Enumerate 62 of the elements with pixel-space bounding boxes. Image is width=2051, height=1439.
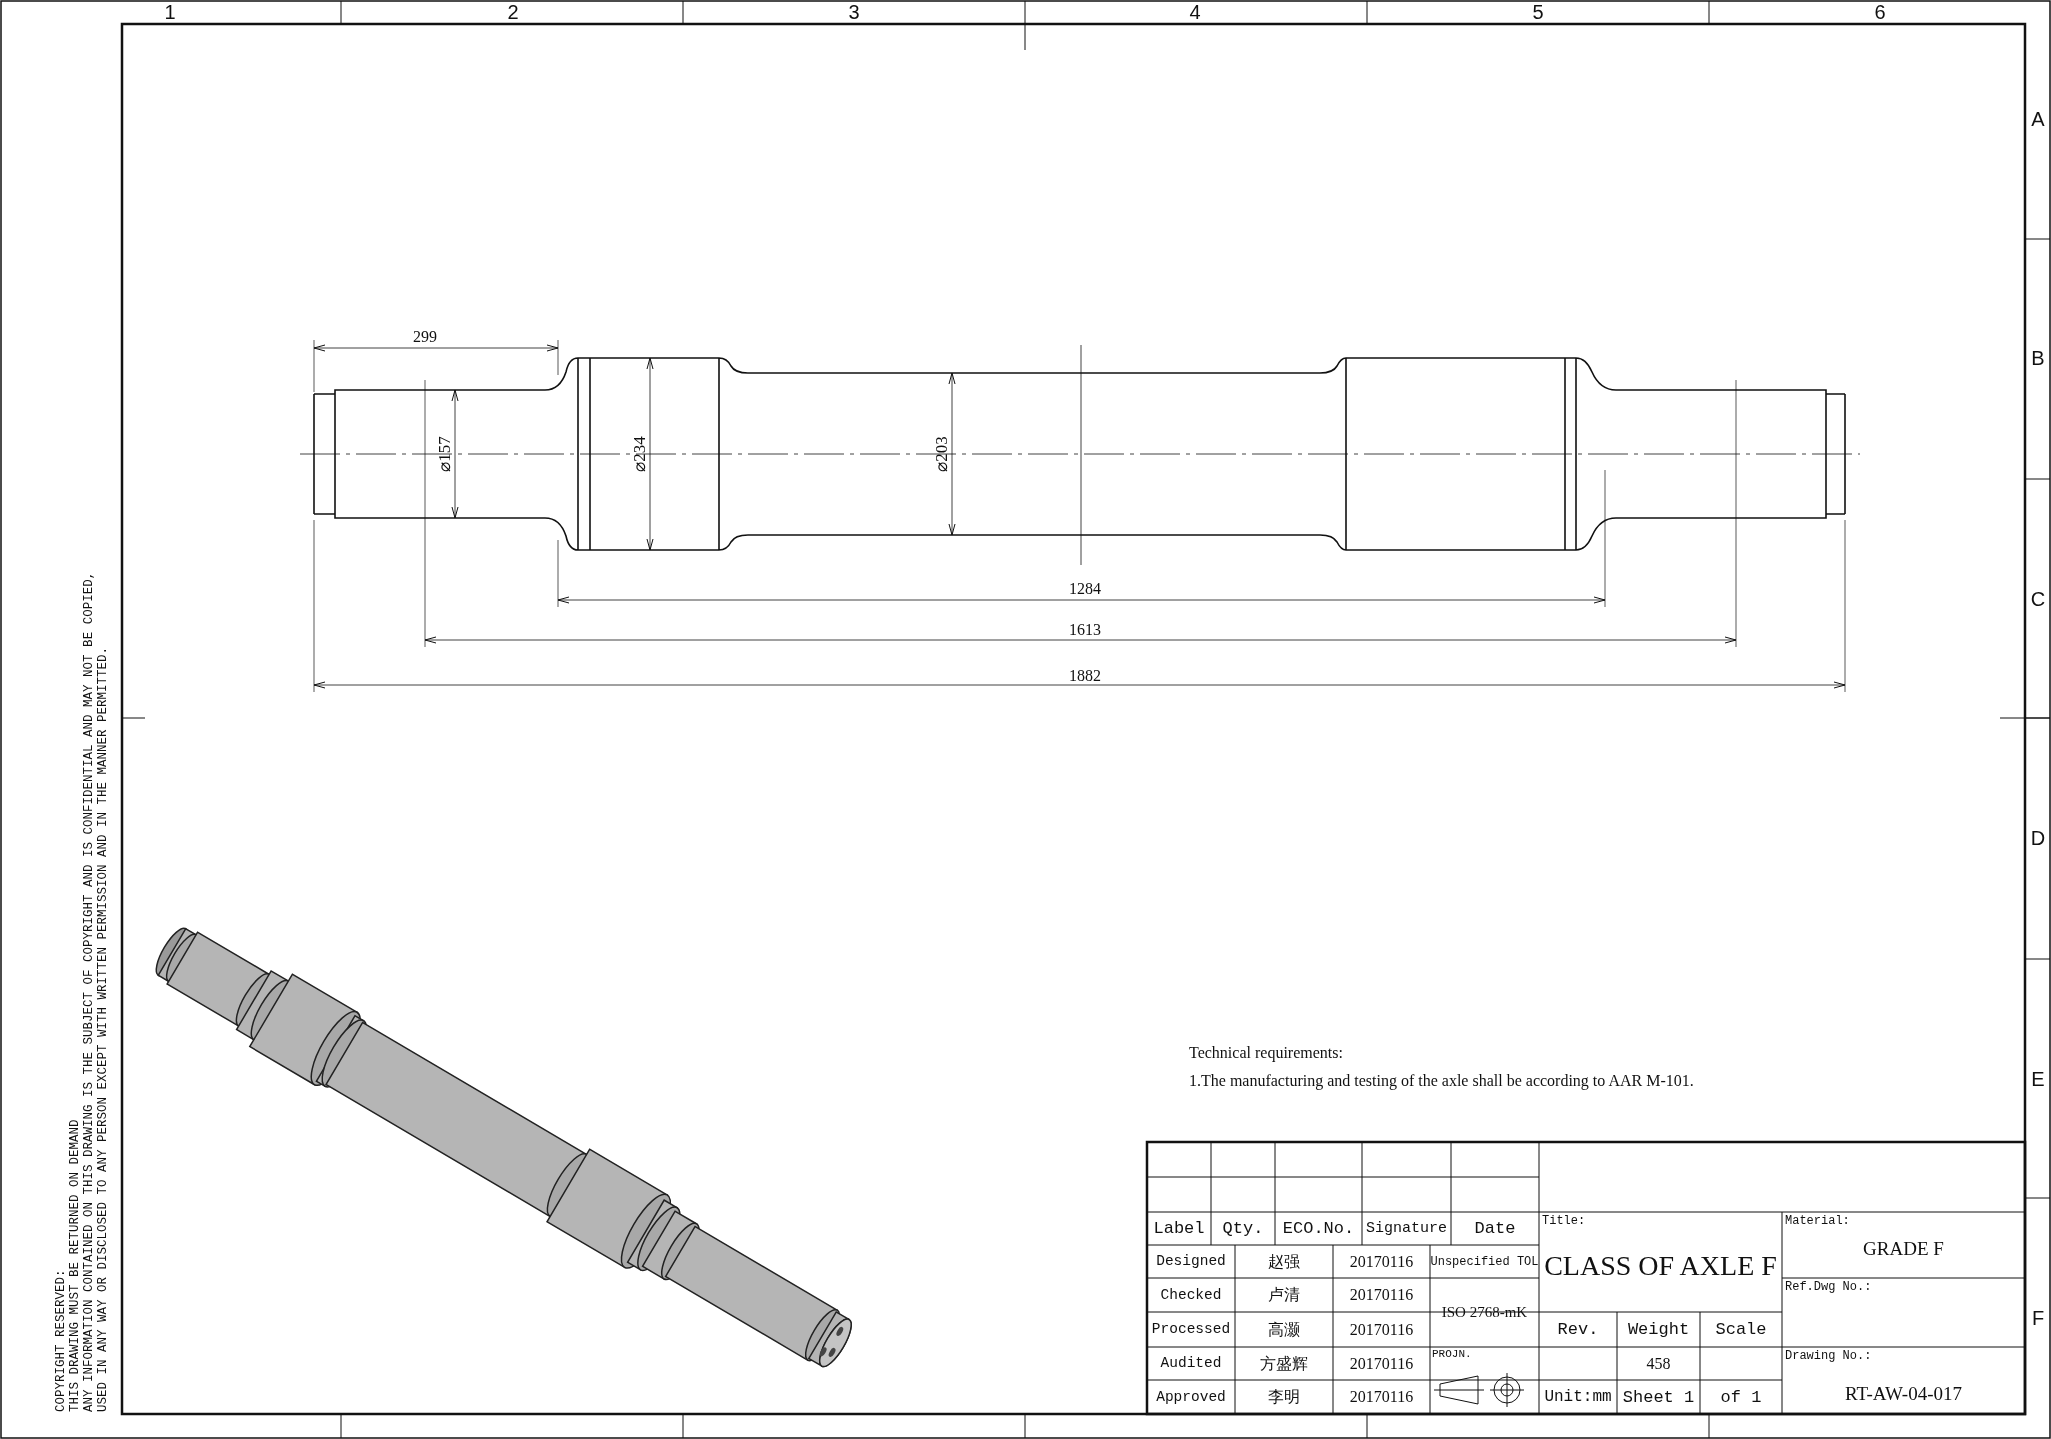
sheet-number: Sheet 1 <box>1622 1388 1695 1406</box>
weight-value: 458 <box>1646 1355 1671 1372</box>
material-value: GRADE F <box>1863 1238 1944 1258</box>
date-value: 20170116 <box>1349 1253 1414 1270</box>
zone-letter: C <box>2030 589 2046 609</box>
column-header: Weight <box>1627 1321 1690 1338</box>
field-caption: Drawing No.: <box>1785 1350 1872 1362</box>
signer-name: 卢清 <box>1268 1287 1300 1303</box>
tolerance-standard: ISO 2768-mK <box>1441 1305 1528 1320</box>
unit-note: Unit:mm <box>1544 1389 1612 1405</box>
zone-number: 1 <box>164 2 176 22</box>
role-label: Designed <box>1156 1254 1226 1269</box>
signer-name: 高灏 <box>1268 1321 1300 1338</box>
dimension-value: 1882 <box>1069 668 1101 684</box>
field-caption: Ref.Dwg No.: <box>1785 1281 1872 1293</box>
drawing-number: RT-AW-04-017 <box>1845 1384 1962 1403</box>
column-header: ECO.No. <box>1282 1220 1355 1237</box>
field-caption: Material: <box>1785 1215 1850 1227</box>
zone-letter: F <box>2031 1308 2045 1328</box>
zone-number: 4 <box>1189 2 1201 22</box>
dimension-value: 299 <box>413 329 437 345</box>
zone-letter: A <box>2031 109 2045 129</box>
role-label: Checked <box>1160 1287 1222 1303</box>
date-value: 20170116 <box>1349 1287 1414 1303</box>
zone-letter: B <box>2031 348 2045 368</box>
column-header: Scale <box>1715 1321 1767 1338</box>
column-header: Signature <box>1366 1221 1447 1236</box>
date-value: 20170116 <box>1349 1389 1414 1405</box>
field-caption: Title: <box>1542 1215 1586 1227</box>
role-label: Audited <box>1160 1356 1222 1371</box>
zone-number: 3 <box>848 2 860 22</box>
zone-number: 5 <box>1532 2 1544 22</box>
dimension-value: 1284 <box>1069 581 1101 597</box>
date-value: 20170116 <box>1349 1355 1414 1372</box>
column-header: Rev. <box>1557 1321 1599 1338</box>
dimension-value: 1613 <box>1069 622 1101 638</box>
drawing-title: CLASS OF AXLE F <box>1544 1252 1777 1280</box>
copyright-note: USED IN ANY WAY OR DISCLOSED TO ANY PERSON EXCEPT WITH WRITTEN PERMISSION AND IN THE MANNER PERMITTED. <box>97 646 110 1412</box>
date-value: 20170116 <box>1349 1321 1414 1338</box>
field-caption: PROJN. <box>1432 1349 1472 1360</box>
requirements-heading: Technical requirements: <box>1189 1045 1343 1061</box>
requirement-note: 1.The manufacturing and testing of the axle shall be according to AAR M-101. <box>1189 1073 1694 1089</box>
copyright-note: COPYRIGHT RESERVED: <box>55 1269 68 1412</box>
signer-name: 方盛辉 <box>1260 1355 1308 1372</box>
column-header: Date <box>1474 1220 1516 1237</box>
copyright-note: ANY INFORMATION CONTAINED ON THIS DRAWING IS THE SUBJECT OF COPYRIGHT AND IS CONFIDENTIAL AND MAY NOT BE COPIED, <box>83 571 96 1412</box>
dimension-value: ⌀203 <box>932 436 950 472</box>
dimension-value: ⌀234 <box>630 436 648 472</box>
zone-number: 6 <box>1874 2 1886 22</box>
zone-number: 2 <box>507 2 519 22</box>
copyright-note: THIS DRAWING MUST BE RETURNED ON DEMAND <box>69 1119 82 1412</box>
sheet-total: of 1 <box>1720 1388 1762 1406</box>
role-label: Approved <box>1156 1389 1226 1405</box>
zone-letter: E <box>2031 1069 2045 1089</box>
column-header: Label <box>1153 1220 1205 1237</box>
column-header: Qty. <box>1222 1220 1264 1237</box>
signer-name: 赵强 <box>1268 1253 1300 1270</box>
signer-name: 李明 <box>1268 1389 1300 1405</box>
dimension-value: ⌀157 <box>435 436 453 472</box>
tolerance-note: Unspecified TOL <box>1430 1255 1539 1268</box>
zone-letter: D <box>2030 828 2046 848</box>
role-label: Processed <box>1151 1322 1231 1337</box>
